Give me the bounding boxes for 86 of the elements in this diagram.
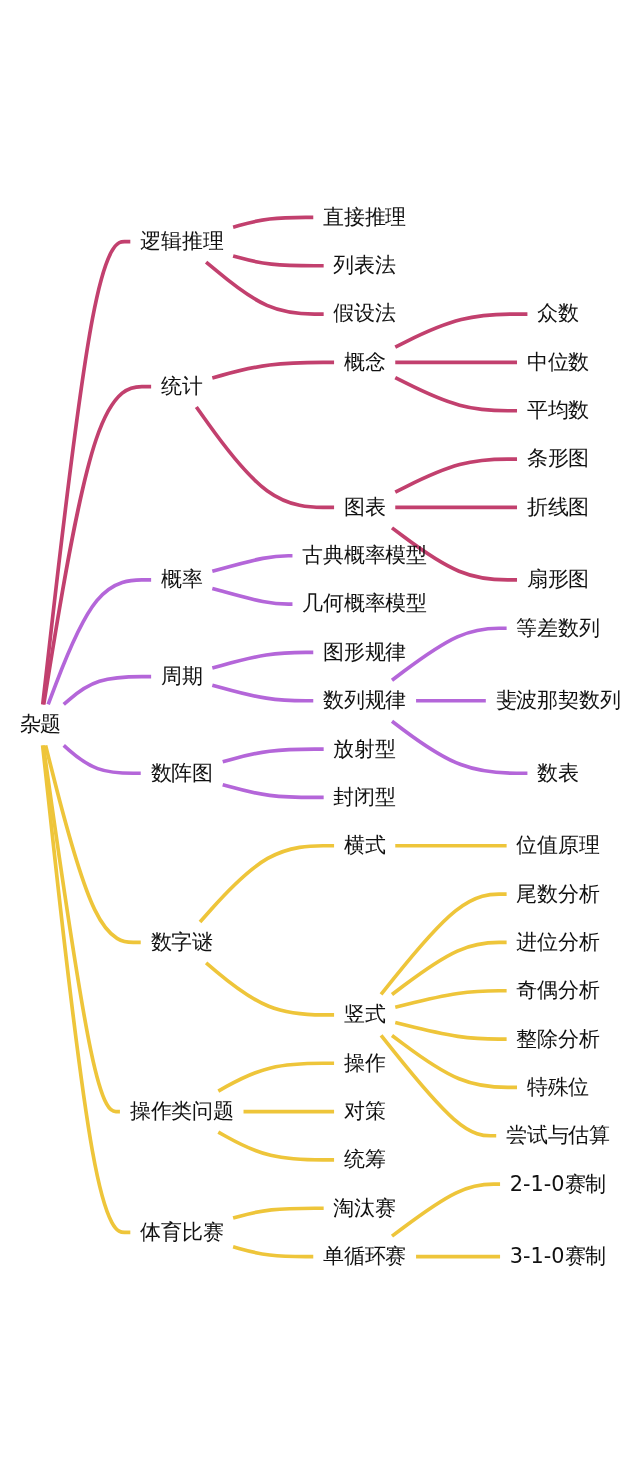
node-text: 数阵图 (150, 760, 213, 785)
node-text: 中位数 (526, 349, 590, 374)
node-text: 统筹 (343, 1146, 386, 1172)
connector (416, 1254, 501, 1259)
connector (41, 384, 152, 705)
node-text: 尾数分析 (516, 880, 600, 906)
node-text: 图形规律 (323, 639, 407, 664)
node-text: 数列规律 (323, 687, 407, 713)
node-text: 周期 (160, 663, 203, 688)
connector (394, 988, 507, 1010)
node-text: 特殊位 (526, 1074, 590, 1099)
node-text: 几何概率模型 (302, 590, 428, 616)
node-text: 竖式 (343, 1001, 386, 1027)
connector (232, 1206, 324, 1220)
connector (211, 360, 335, 380)
connector (211, 586, 293, 606)
connector (232, 254, 324, 268)
node-text: 体育比赛 (140, 1219, 224, 1244)
connector (211, 553, 293, 574)
connector (379, 1034, 497, 1138)
connector (194, 406, 335, 510)
node-text: 杂题 (19, 711, 62, 737)
connector (394, 1020, 507, 1041)
node-text: 直接推理 (323, 204, 407, 229)
connector (62, 674, 152, 706)
node-text: 扇形图 (526, 566, 590, 592)
node-text: 概率 (160, 566, 203, 592)
node-text: 条形图 (526, 445, 590, 471)
connector (390, 1033, 517, 1090)
node-text: 2-1-0赛制 (509, 1170, 607, 1196)
node-text: 折线图 (526, 494, 590, 519)
connector (222, 747, 324, 764)
node-text: 进位分析 (516, 929, 600, 954)
connector (211, 650, 314, 670)
connector (390, 626, 507, 682)
node-text: 单循环赛 (323, 1243, 407, 1268)
connector (232, 215, 314, 229)
node-text: 数字谜 (150, 929, 213, 954)
node-text: 尝试与估算 (506, 1122, 611, 1148)
node-text: 等差数列 (516, 615, 600, 640)
connector (395, 843, 507, 848)
connector (217, 1061, 335, 1093)
node-text: 假设法 (333, 300, 396, 326)
connector (395, 360, 517, 365)
node-text: 操作 (343, 1050, 386, 1075)
connector (243, 1109, 335, 1114)
connector (211, 683, 314, 703)
node-text: 古典概率模型 (302, 542, 428, 568)
node-text: 放射型 (333, 735, 396, 761)
node-text: 概念 (343, 349, 386, 374)
connector (394, 312, 528, 349)
connector (390, 719, 528, 776)
connector (379, 892, 507, 996)
connector (198, 843, 335, 924)
node-text: 斐波那契数列 (495, 687, 621, 713)
connector (394, 457, 517, 494)
connector (395, 505, 517, 510)
node-text: 统计 (160, 373, 203, 398)
node-text: 数表 (537, 760, 579, 785)
node-text: 图表 (343, 494, 386, 519)
node-text: 列表法 (333, 252, 396, 278)
node-text: 整除分析 (516, 1025, 600, 1051)
connector (204, 961, 335, 1017)
node-text: 逻辑推理 (140, 228, 224, 253)
connector (390, 1182, 501, 1238)
connector (217, 1130, 335, 1162)
node-text: 3-1-0赛制 (509, 1243, 607, 1268)
connector (390, 940, 507, 996)
connector (394, 376, 517, 413)
node-text: 横式 (343, 832, 386, 858)
node-text: 位值原理 (516, 832, 600, 858)
connector (416, 698, 486, 703)
node-text: 操作类问题 (129, 1098, 234, 1123)
node-text: 淘汰赛 (333, 1195, 396, 1220)
node-text: 对策 (343, 1098, 386, 1123)
node-text: 奇偶分析 (516, 977, 600, 1003)
connector (390, 526, 517, 582)
connector (62, 744, 141, 776)
node-text: 平均数 (526, 397, 590, 423)
connector (232, 1245, 314, 1259)
connector (43, 744, 141, 945)
node-text: 众数 (537, 300, 579, 326)
node-text: 封闭型 (333, 784, 396, 809)
connector (222, 782, 324, 800)
connector (204, 260, 324, 316)
connector (46, 578, 152, 706)
